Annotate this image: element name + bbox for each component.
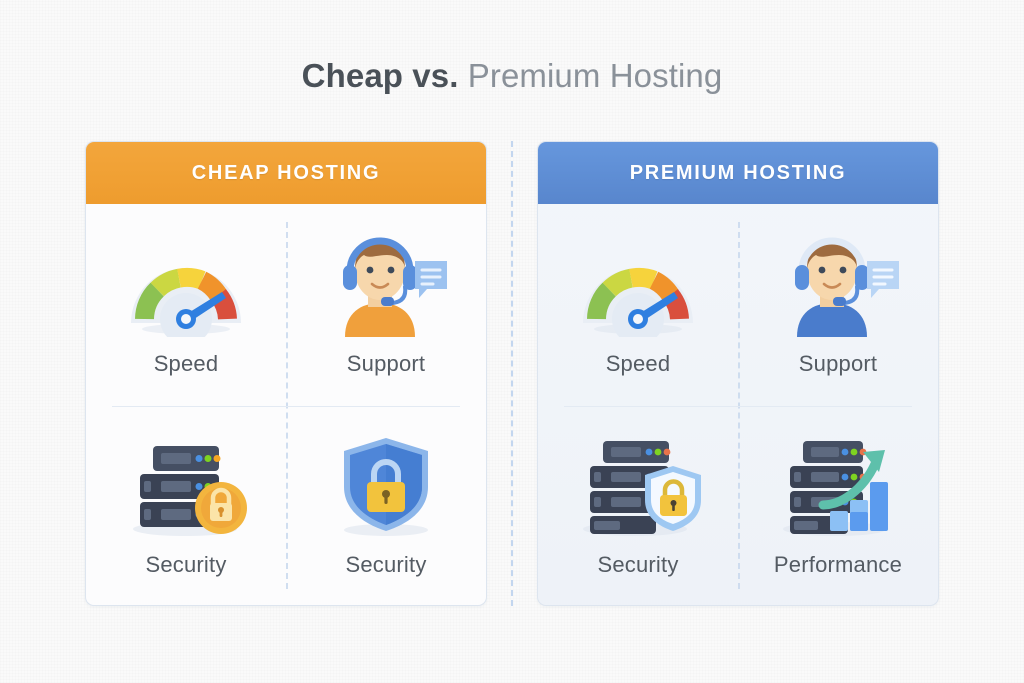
cell-premium-speed[interactable]: Speed xyxy=(538,204,738,406)
cell-label: Speed xyxy=(153,350,219,376)
cell-cheap-security[interactable]: Security xyxy=(86,406,286,606)
cell-label: Security xyxy=(597,552,679,578)
support-agent-icon xyxy=(321,229,451,337)
page-title: Cheap vs. Premium Hosting xyxy=(0,56,1024,96)
cell-premium-support[interactable]: Support xyxy=(738,204,938,406)
cell-label: Support xyxy=(798,350,878,376)
board-center-divider xyxy=(511,141,513,606)
shield-lock-icon xyxy=(321,430,451,538)
card-body-cheap: Speed xyxy=(86,204,486,606)
cell-premium-performance[interactable]: Performance xyxy=(738,406,938,606)
page-title-strong: Cheap vs. xyxy=(301,57,459,94)
cell-premium-security[interactable]: Security xyxy=(538,406,738,606)
cell-label: Security xyxy=(145,552,227,578)
server-shield-lock-icon xyxy=(573,430,703,538)
cell-label: Support xyxy=(346,350,426,376)
card-premium-hosting[interactable]: PREMIUM HOSTING xyxy=(537,141,939,606)
card-cheap-hosting[interactable]: CHEAP HOSTING xyxy=(85,141,487,606)
card-body-premium: Speed xyxy=(538,204,938,606)
speed-gauge-icon xyxy=(121,229,251,337)
card-header-cheap: CHEAP HOSTING xyxy=(86,142,486,204)
cell-cheap-support[interactable]: Support xyxy=(286,204,486,406)
cell-cheap-speed[interactable]: Speed xyxy=(86,204,286,406)
cell-label: Security xyxy=(345,552,427,578)
support-agent-icon xyxy=(773,229,903,337)
card-header-premium: PREMIUM HOSTING xyxy=(538,142,938,204)
cell-cheap-shield[interactable]: Security xyxy=(286,406,486,606)
comparison-board: CHEAP HOSTING xyxy=(85,141,939,606)
cell-label: Performance xyxy=(773,552,903,578)
cell-label: Speed xyxy=(605,350,671,376)
speed-gauge-icon xyxy=(573,229,703,337)
page-title-light: Premium Hosting xyxy=(467,57,723,94)
server-chart-arrow-icon xyxy=(773,430,903,538)
server-lock-icon xyxy=(121,430,251,538)
